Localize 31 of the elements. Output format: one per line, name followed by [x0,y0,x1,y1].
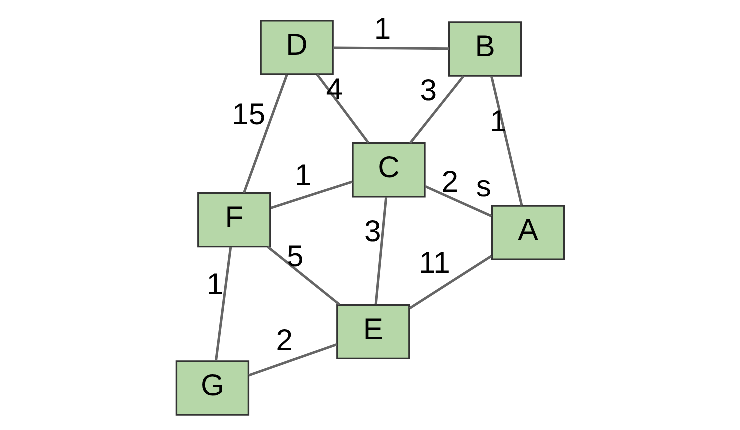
connector [242,74,288,194]
edge-label: 1 [206,268,224,302]
node-box: G [175,360,250,416]
connector [490,76,523,206]
node-box: E [336,304,410,360]
edge-label: 5 [286,240,304,274]
connector [408,255,492,310]
connector [214,246,232,362]
node-box: C [352,142,426,198]
connector [408,76,464,144]
node-box: D [260,20,334,76]
node-box: F [197,192,271,248]
edge-label: 2 [276,324,292,358]
edge-label: 3 [420,74,437,108]
edge-label: 1 [294,160,312,193]
edge-label: 3 [364,215,381,248]
edge-label: 1 [374,13,391,46]
connector [374,197,388,305]
connector [270,180,352,210]
edge-label: 15 [232,98,266,132]
node-label: s [476,170,491,204]
edge-label: 4 [326,73,342,106]
connector [248,344,337,377]
edge-label: 2 [441,166,458,200]
connector [316,74,370,144]
edge-label: 11 [418,247,450,280]
node-box: B [448,22,522,77]
connector [266,246,340,306]
connector [424,185,492,218]
node-box: A [490,205,565,260]
connector [332,46,449,50]
